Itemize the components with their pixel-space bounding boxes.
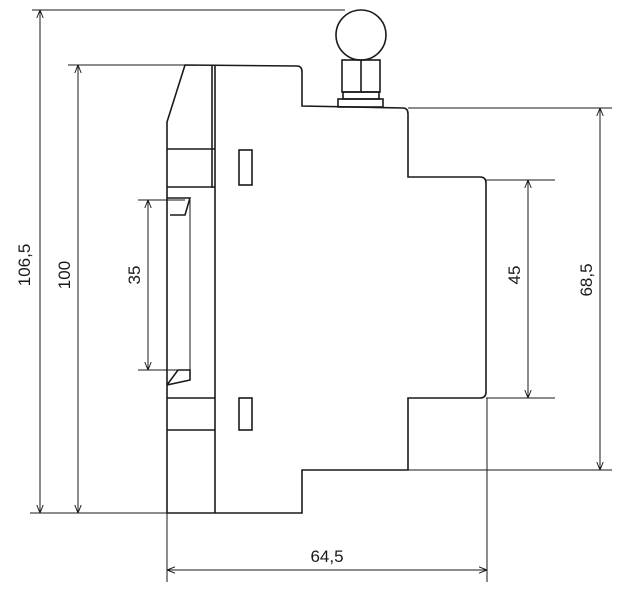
- dim-label-depth: 64,5: [310, 547, 343, 566]
- dim-label-middle-height: 68,5: [577, 263, 596, 296]
- device-outline: [166, 64, 487, 514]
- dimension-lines: [40, 10, 600, 570]
- slot-bottom: [238, 397, 253, 431]
- dim-label-body-height: 100: [55, 261, 74, 289]
- extension-lines: [30, 9, 612, 582]
- slot-top: [238, 149, 253, 186]
- dim-label-front-height: 45: [505, 266, 524, 285]
- dim-label-total-height: 106,5: [15, 244, 34, 287]
- terminal-screw: [335, 9, 387, 108]
- dim-label-rail-width: 35: [125, 266, 144, 285]
